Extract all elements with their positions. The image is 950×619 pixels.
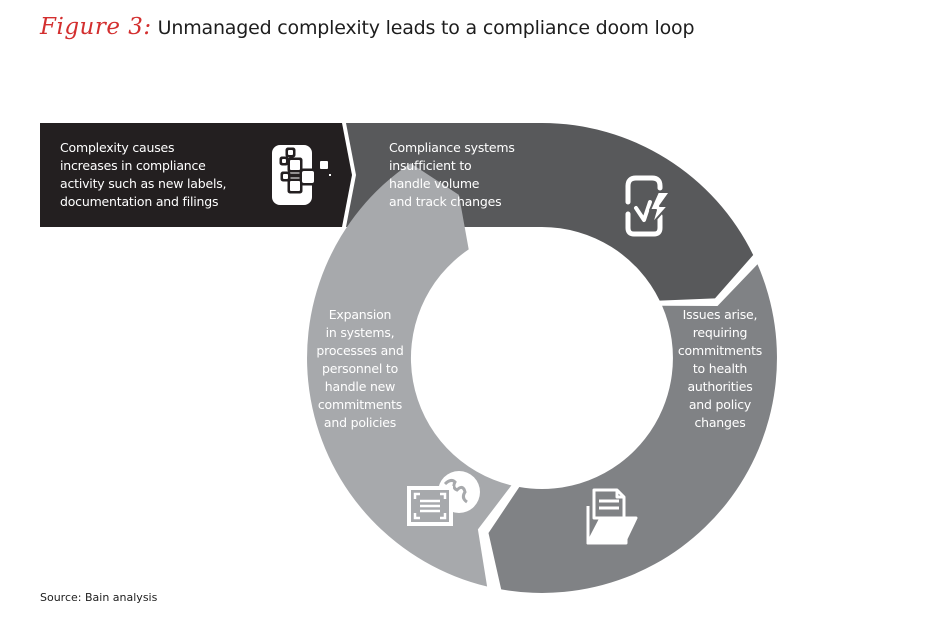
text-line: Issues arise, [682, 307, 758, 322]
text-line: commitments [317, 397, 403, 412]
text-line: personnel to [321, 361, 399, 376]
step-expansion-text: Expansion in systems, processes and pers… [300, 306, 420, 432]
step-issues-arise-text: Issues arise, requiring commitments to h… [668, 306, 772, 432]
source-note: Source: Bain analysis [40, 591, 158, 604]
text-line: authorities [687, 379, 753, 394]
figure-heading: Figure 3:Unmanaged complexity leads to a… [40, 14, 695, 40]
figure-label: Figure 3: [40, 14, 152, 40]
text-line: and policies [323, 415, 397, 430]
text-line: Expansion [328, 307, 392, 322]
text-line: activity such as new labels, [60, 176, 227, 191]
text-line: changes [694, 415, 746, 430]
text-line: and track changes [389, 194, 502, 209]
text-line: insufficient to [389, 158, 472, 173]
text-line: handle volume [389, 176, 480, 191]
text-line: requiring [692, 325, 748, 340]
device-alert-icon [625, 175, 671, 237]
step-issues-arise-arrow [488, 264, 777, 593]
text-line: and policy [688, 397, 752, 412]
step-complexity-text: Complexity causes increases in complianc… [60, 139, 227, 211]
step-systems-insufficient-arrow [346, 123, 754, 301]
text-line: documentation and filings [60, 194, 219, 209]
text-line: commitments [677, 343, 763, 358]
complexity-blocks-icon [272, 145, 331, 205]
global-document-icon [407, 471, 480, 526]
step-systems-insufficient-text: Compliance systems insufficient to handl… [389, 139, 515, 211]
figure-title: Unmanaged complexity leads to a complian… [157, 17, 695, 39]
text-line: Compliance systems [389, 140, 515, 155]
text-line: to health [692, 361, 748, 376]
document-folder-icon [586, 488, 638, 545]
text-line: in systems, [325, 325, 395, 340]
text-line: increases in compliance [60, 158, 206, 173]
text-line: Complexity causes [60, 140, 175, 155]
text-line: processes and [316, 343, 404, 358]
text-line: handle new [324, 379, 396, 394]
